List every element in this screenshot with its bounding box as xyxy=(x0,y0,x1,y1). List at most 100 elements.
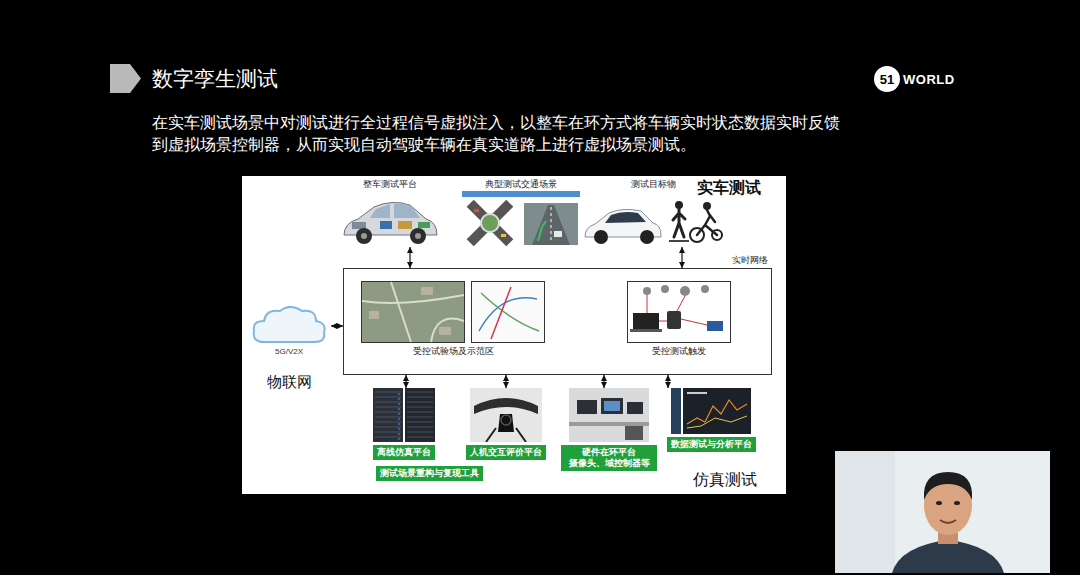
platform-label: 离线仿真平台 xyxy=(373,445,435,460)
logo-word: WORLD xyxy=(903,72,955,88)
rack-led xyxy=(398,433,400,435)
rack-slot xyxy=(375,422,401,423)
rack-slot xyxy=(375,417,401,418)
car-window xyxy=(394,204,420,218)
map-road xyxy=(431,319,464,342)
illustration xyxy=(340,191,440,247)
equipment xyxy=(625,426,643,440)
screen-header xyxy=(687,392,707,394)
node-text: 受控测试触发 xyxy=(652,346,706,357)
platform-node: 数据测试与分析平台 xyxy=(662,388,760,452)
webcam xyxy=(835,451,1050,573)
rack-slot xyxy=(375,427,401,428)
rack-slot xyxy=(375,412,401,413)
rack-slot xyxy=(407,427,433,428)
rack-slot xyxy=(375,402,401,403)
image-group: 受控测试触发 xyxy=(624,281,734,357)
cyclist-head xyxy=(703,202,711,210)
rack-slot xyxy=(407,417,433,418)
rack-led xyxy=(398,418,400,420)
connector-arrow xyxy=(505,375,506,388)
pedestrian xyxy=(673,209,685,237)
map-route xyxy=(481,293,539,331)
connector-arrow xyxy=(603,375,604,388)
logo-circle xyxy=(874,66,900,92)
car-component xyxy=(380,221,392,229)
platform-node: 人机交互评价平台 xyxy=(462,388,550,460)
road xyxy=(467,200,514,247)
path-arrow xyxy=(538,221,546,241)
illustration xyxy=(583,191,723,247)
map-route xyxy=(491,287,511,339)
simulator-frame xyxy=(486,428,526,442)
rack-led xyxy=(398,393,400,395)
car-wheel xyxy=(640,230,654,244)
image-group: 受控试验场及示范区 xyxy=(358,281,548,357)
person-shirt xyxy=(892,540,1004,573)
car-window xyxy=(605,212,646,223)
image-group: 整车测试平台 xyxy=(337,178,443,247)
connector-arrow xyxy=(409,247,410,268)
car-component xyxy=(398,221,412,229)
illustration xyxy=(627,281,731,343)
rack-led xyxy=(398,428,400,430)
car-wheel xyxy=(594,230,608,244)
connector-arrow xyxy=(681,247,682,268)
device-photo xyxy=(628,282,731,343)
rack-led xyxy=(398,438,400,440)
data-curve xyxy=(687,400,747,424)
rack-led xyxy=(398,408,400,410)
server-rack xyxy=(373,388,403,442)
road xyxy=(532,205,570,245)
data-screen xyxy=(683,388,751,434)
lane-line xyxy=(551,207,552,243)
server-rack xyxy=(405,388,435,442)
laptop-screen xyxy=(633,313,659,329)
rack-led xyxy=(398,423,400,425)
simulator-seat xyxy=(498,414,514,432)
platform-label: 人机交互评价平台 xyxy=(466,445,546,460)
car-hub xyxy=(415,233,421,239)
rack-slot xyxy=(375,432,401,433)
car-hub xyxy=(361,233,367,239)
controller-box xyxy=(707,321,723,331)
rack-slot xyxy=(407,437,433,438)
car-window xyxy=(370,204,390,218)
network-frame: 实时网络受控试验场及示范区受控测试触发 xyxy=(343,268,772,375)
connector-arrow xyxy=(405,375,406,388)
platform-label: 数据测试与分析平台 xyxy=(667,437,756,452)
rack-slot xyxy=(407,407,433,408)
rack-slot xyxy=(375,397,401,398)
rack-slot xyxy=(407,392,433,393)
vehicle xyxy=(554,231,562,237)
desk xyxy=(569,422,649,426)
car-component xyxy=(352,222,366,229)
platform-label: 测试场景重构与复现工具 xyxy=(376,466,483,481)
node-text: 实时网络 xyxy=(732,255,768,266)
road-photo xyxy=(524,203,578,245)
tool-node: 测试场景重构与复现工具 xyxy=(370,466,488,481)
laptop-base xyxy=(630,329,662,332)
node-text: 受控试验场及示范区 xyxy=(413,346,494,357)
rack-slot xyxy=(407,402,433,403)
illustration xyxy=(569,388,649,442)
car-wheel xyxy=(410,228,426,244)
road xyxy=(467,200,514,247)
webcam-wall xyxy=(835,451,895,573)
title-icon xyxy=(110,64,141,93)
rack-slot xyxy=(407,432,433,433)
illustration xyxy=(250,302,328,346)
rack-slot xyxy=(375,392,401,393)
diagram-panel xyxy=(242,176,786,494)
intersection xyxy=(467,200,514,247)
rack-led xyxy=(398,413,400,415)
car-component xyxy=(418,222,430,228)
sensor xyxy=(701,285,709,293)
monitor xyxy=(577,400,597,414)
car-wheel xyxy=(356,228,372,244)
cyclist xyxy=(697,210,717,235)
illustration xyxy=(671,388,751,434)
platform-label: 硬件在环平台 摄像头、域控制器等 xyxy=(561,445,657,471)
